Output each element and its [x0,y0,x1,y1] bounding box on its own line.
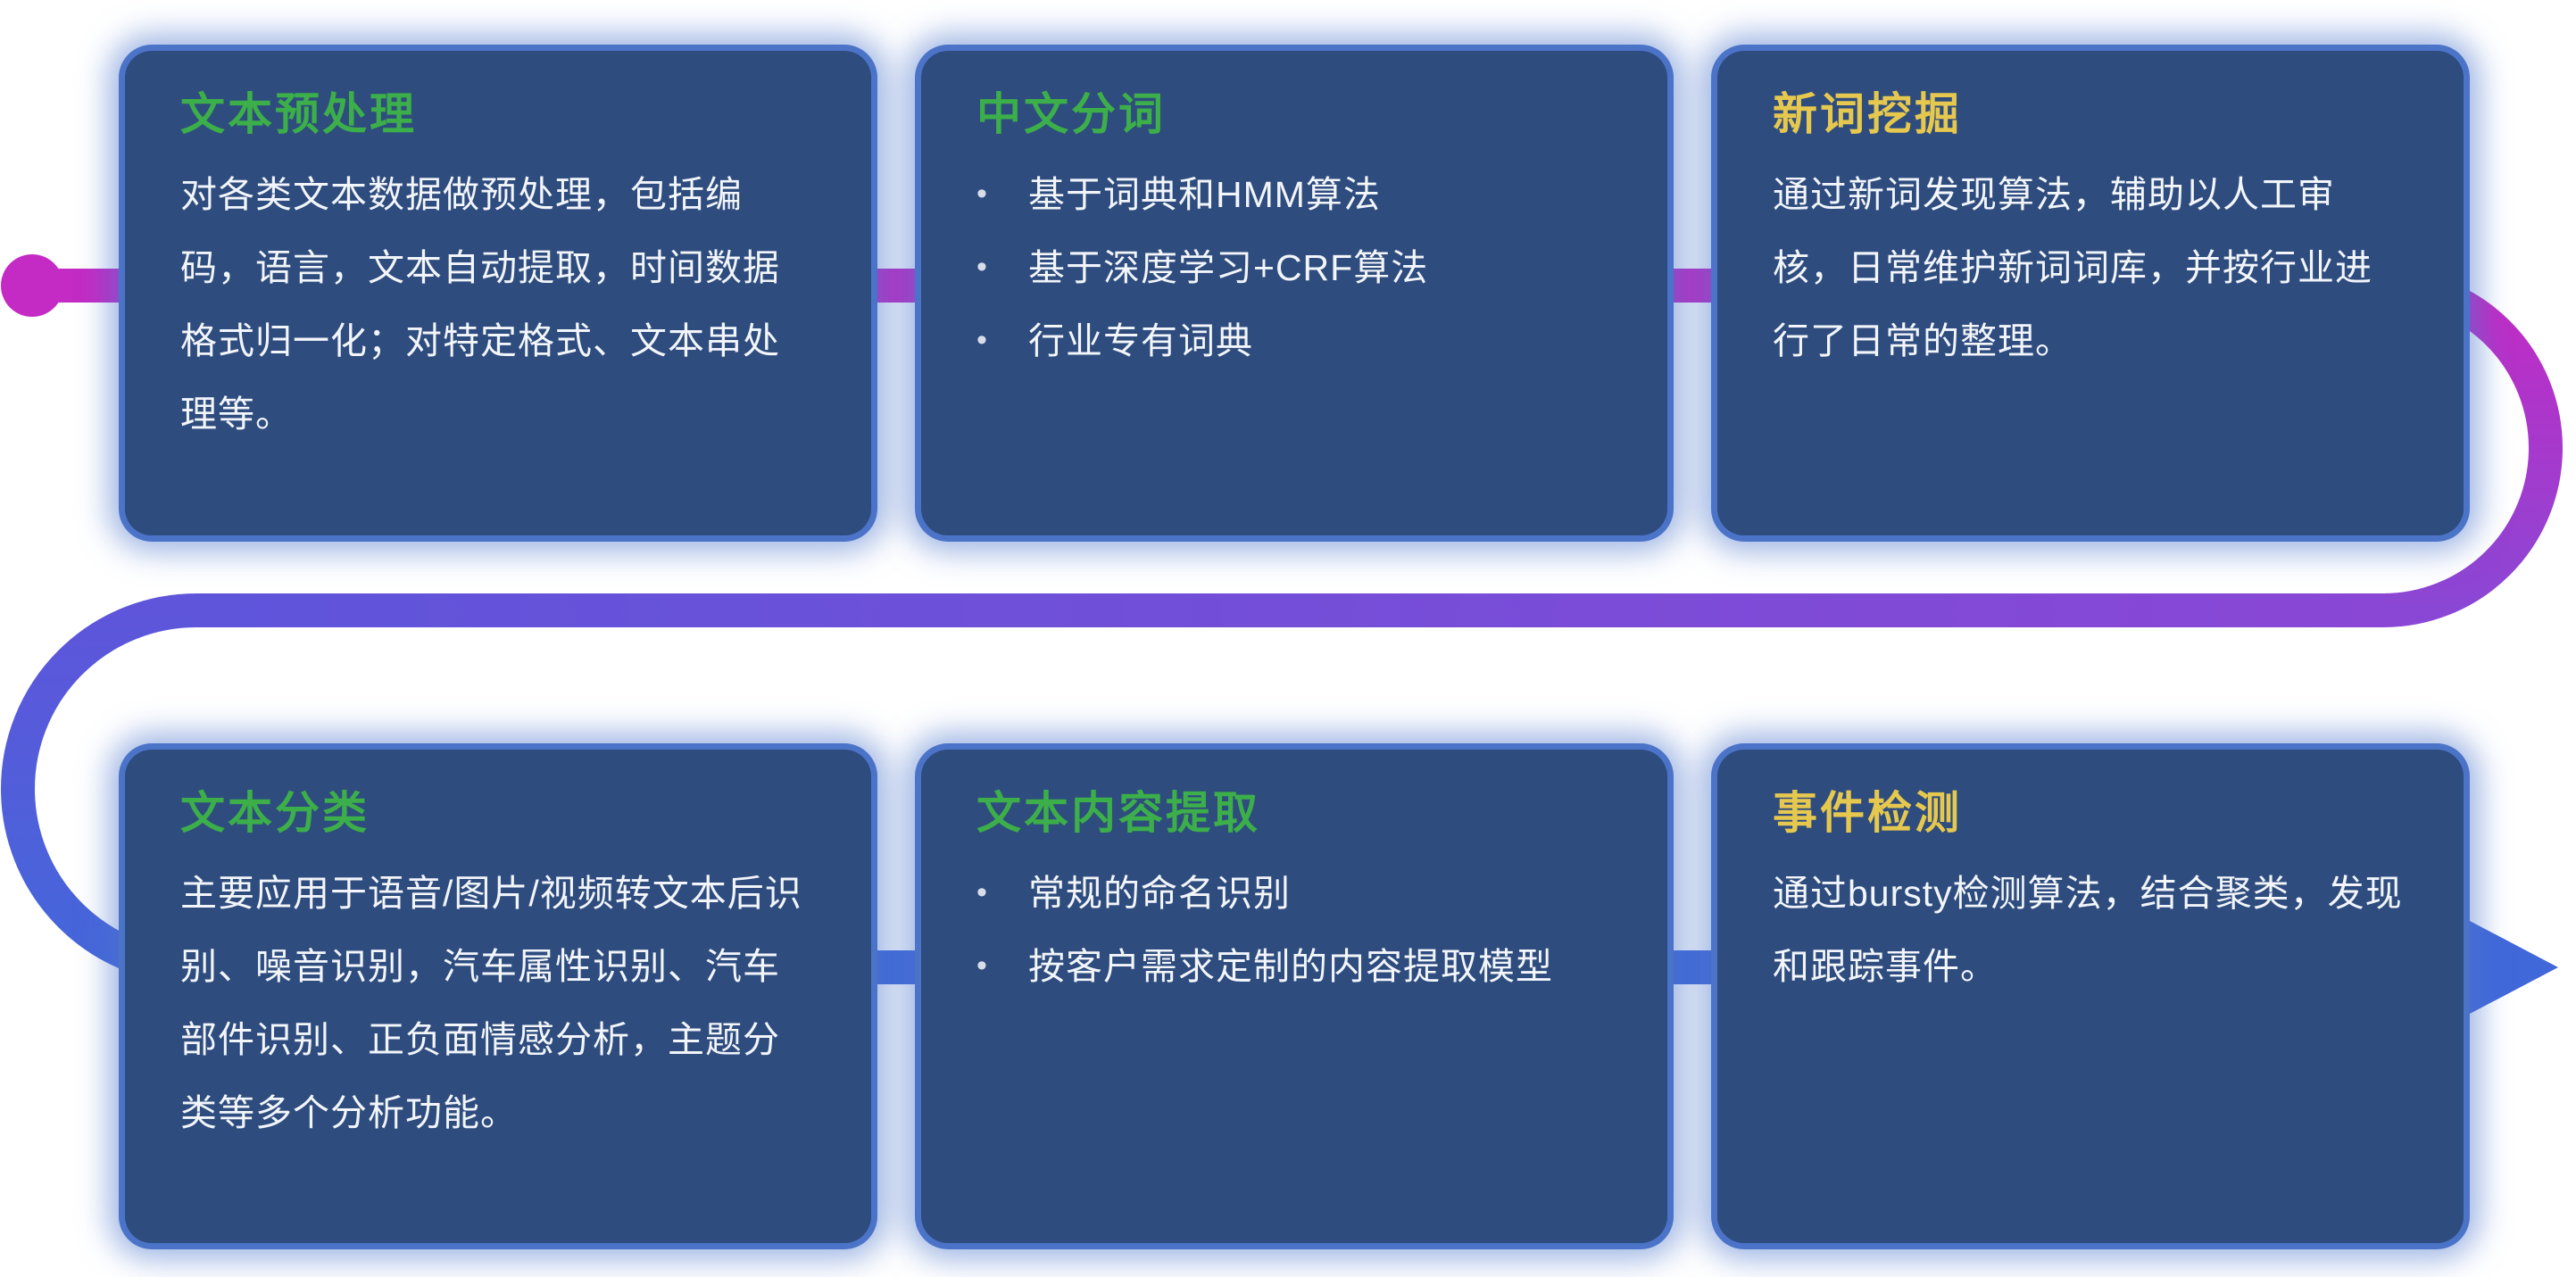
bullet-item: • 按客户需求定制的内容提取模型 [976,930,1612,1003]
bullet-dot-icon: • [976,875,988,909]
bullet-list: • 常规的命名识别 • 按客户需求定制的内容提取模型 [976,857,1612,1003]
bullet-text: 行业专有词典 [1028,319,1253,361]
flow-start-dot-icon [1,254,63,317]
card-title: 新词挖掘 [1773,89,1962,139]
card-paragraph: 对各类文本数据做预处理，包括编码，语言，文本自动提取，时间数据格式归一化；对特定… [180,173,780,435]
card-title: 文本分类 [180,788,370,838]
bullet-text: 常规的命名识别 [1028,872,1291,914]
card-paragraph: 通过新词发现算法，辅助以人工审核，日常维护新词词库，并按行业进行了日常的整理。 [1773,173,2372,361]
card-title: 中文分词 [976,89,1166,139]
card-event-detection: 事件检测 通过bursty检测算法，结合聚类，发现和跟踪事件。 [1717,750,2464,1243]
card-word-segmentation: 中文分词 • 基于词典和HMM算法 • 基于深度学习+CRF算法 • 行业专有词… [921,51,1667,535]
card-text-preprocessing: 文本预处理 对各类文本数据做预处理，包括编码，语言，文本自动提取，时间数据格式归… [125,51,871,535]
card-title: 事件检测 [1773,788,1962,838]
card-paragraph: 主要应用于语音/图片/视频转文本后识别、噪音识别，汽车属性识别、汽车部件识别、正… [180,872,802,1133]
arrow-right-icon [2453,912,2558,1023]
card-paragraph: 通过bursty检测算法，结合聚类，发现和跟踪事件。 [1773,872,2403,987]
card-title: 文本内容提取 [976,788,1260,838]
bullet-dot-icon: • [976,249,988,284]
bullet-list: • 基于词典和HMM算法 • 基于深度学习+CRF算法 • 行业专有词典 [976,158,1612,377]
card-text-classification: 文本分类 主要应用于语音/图片/视频转文本后识别、噪音识别，汽车属性识别、汽车部… [125,750,871,1243]
bullet-dot-icon: • [976,948,988,983]
bullet-text: 基于词典和HMM算法 [1028,173,1381,215]
bullet-item: • 行业专有词典 [976,304,1612,377]
bullet-dot-icon: • [976,176,988,211]
bullet-item: • 常规的命名识别 [976,857,1612,930]
flow-segment-left-curve [1,593,197,984]
card-new-word-mining: 新词挖掘 通过新词发现算法，辅助以人工审核，日常维护新词词库，并按行业进行了日常… [1717,51,2464,535]
bullet-item: • 基于深度学习+CRF算法 [976,231,1612,304]
card-content-extraction: 文本内容提取 • 常规的命名识别 • 按客户需求定制的内容提取模型 [921,750,1667,1243]
bullet-text: 按客户需求定制的内容提取模型 [1028,945,1553,987]
bullet-item: • 基于词典和HMM算法 [976,158,1612,231]
card-title: 文本预处理 [180,89,417,139]
bullet-text: 基于深度学习+CRF算法 [1028,246,1429,288]
bullet-dot-icon: • [976,322,988,357]
